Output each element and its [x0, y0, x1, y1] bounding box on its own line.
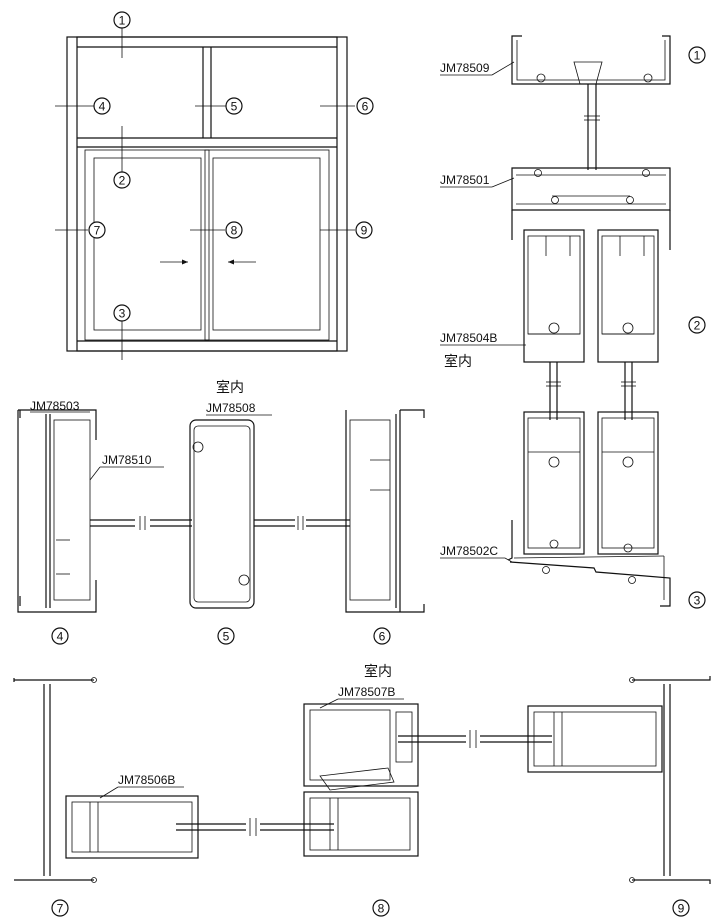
- label-jm78508: JM78508: [206, 401, 256, 415]
- label-indoor-mid: 室内: [216, 379, 244, 395]
- section-5: [189, 419, 350, 609]
- label-jm78506b: JM78506B: [118, 773, 175, 787]
- svg-text:8: 8: [378, 902, 385, 916]
- section-4: [17, 409, 192, 613]
- svg-text:3: 3: [119, 307, 126, 321]
- window-elevation: [55, 25, 355, 360]
- vertical-section: [507, 35, 671, 607]
- svg-text:1: 1: [694, 49, 701, 63]
- svg-text:3: 3: [694, 594, 701, 608]
- svg-text:5: 5: [223, 630, 230, 644]
- label-jm78501: JM78501: [440, 173, 490, 187]
- section-7: [13, 677, 334, 883]
- mid-callout-4: 4: [51, 627, 69, 645]
- svg-text:7: 7: [57, 902, 64, 916]
- svg-text:1: 1: [119, 14, 126, 28]
- label-jm78502c: JM78502C: [440, 544, 498, 558]
- callout-5: 5: [225, 97, 243, 115]
- svg-text:6: 6: [379, 630, 386, 644]
- callout-4: 4: [93, 97, 111, 115]
- label-indoor-right: 室内: [444, 353, 472, 369]
- mid-callout-5: 5: [217, 627, 235, 645]
- svg-text:9: 9: [678, 902, 685, 916]
- label-jm78507b: JM78507B: [338, 685, 395, 699]
- callout-3: 3: [113, 304, 131, 322]
- right-callout-3: 3: [688, 591, 706, 609]
- svg-text:8: 8: [231, 224, 238, 238]
- bottom-section-labels: 室内 JM78507B JM78506B 7 8 9: [51, 663, 690, 917]
- svg-text:9: 9: [361, 224, 368, 238]
- right-callout-1: 1: [688, 46, 706, 64]
- svg-text:4: 4: [57, 630, 64, 644]
- bottom-callout-9: 9: [672, 899, 690, 917]
- vertical-section-labels: JM78509 JM78501 JM78504B 室内 JM78502C 1 2…: [440, 46, 706, 609]
- label-indoor-bottom: 室内: [364, 663, 392, 679]
- callout-1: 1: [113, 11, 131, 29]
- svg-text:4: 4: [99, 100, 106, 114]
- mid-section-labels: JM78503 JM78510 室内 JM78508 4 5 6: [30, 379, 391, 645]
- svg-text:7: 7: [94, 224, 101, 238]
- svg-text:6: 6: [362, 100, 369, 114]
- section-8: [303, 703, 552, 857]
- callout-8: 8: [225, 221, 243, 239]
- label-jm78503: JM78503: [30, 399, 80, 413]
- callout-7: 7: [88, 221, 106, 239]
- section-6: [345, 409, 425, 613]
- svg-text:2: 2: [694, 319, 701, 333]
- callout-6: 6: [356, 97, 374, 115]
- label-jm78510: JM78510: [102, 453, 152, 467]
- elevation-callouts: 1 2 3 4 5 6 7 8 9: [88, 11, 374, 322]
- bottom-callout-7: 7: [51, 899, 69, 917]
- svg-text:5: 5: [231, 100, 238, 114]
- bottom-callout-8: 8: [372, 899, 390, 917]
- callout-9: 9: [355, 221, 373, 239]
- section-9: [527, 676, 711, 884]
- svg-text:2: 2: [119, 174, 126, 188]
- right-callout-2: 2: [688, 316, 706, 334]
- callout-2: 2: [113, 171, 131, 189]
- label-jm78509: JM78509: [440, 61, 490, 75]
- mid-callout-6: 6: [373, 627, 391, 645]
- label-jm78504b: JM78504B: [440, 331, 497, 345]
